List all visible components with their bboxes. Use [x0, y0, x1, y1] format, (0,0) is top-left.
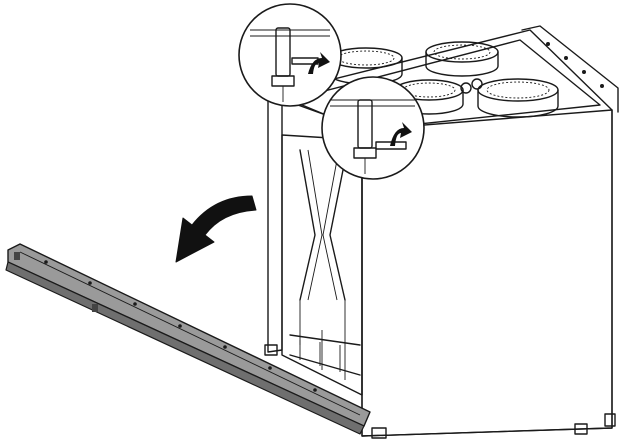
curved-arrow-down-left-icon [175, 195, 257, 263]
foot [264, 344, 278, 356]
foot [574, 423, 588, 435]
latch-detail-lower [321, 76, 425, 180]
duct-collar [425, 41, 499, 77]
bottom-frame [289, 334, 361, 346]
front-post [267, 95, 283, 353]
curved-arrow-up-right-icon [390, 122, 412, 146]
rail-holes [546, 42, 604, 88]
heat-exchanger-right [329, 159, 346, 301]
heat-exchanger-left [299, 149, 316, 301]
door-panel-face [7, 243, 371, 427]
door-hinge [14, 252, 20, 260]
latch-detail-upper [238, 3, 342, 107]
curved-arrow-up-right-icon [308, 52, 330, 74]
duct-collar [477, 78, 559, 118]
mounting-rail [521, 25, 619, 113]
front-door-panel [5, 243, 371, 435]
door-hinge [92, 304, 98, 312]
foot [371, 427, 387, 439]
cable-gland [460, 78, 483, 94]
foot [604, 413, 616, 427]
door-screws [44, 260, 317, 392]
